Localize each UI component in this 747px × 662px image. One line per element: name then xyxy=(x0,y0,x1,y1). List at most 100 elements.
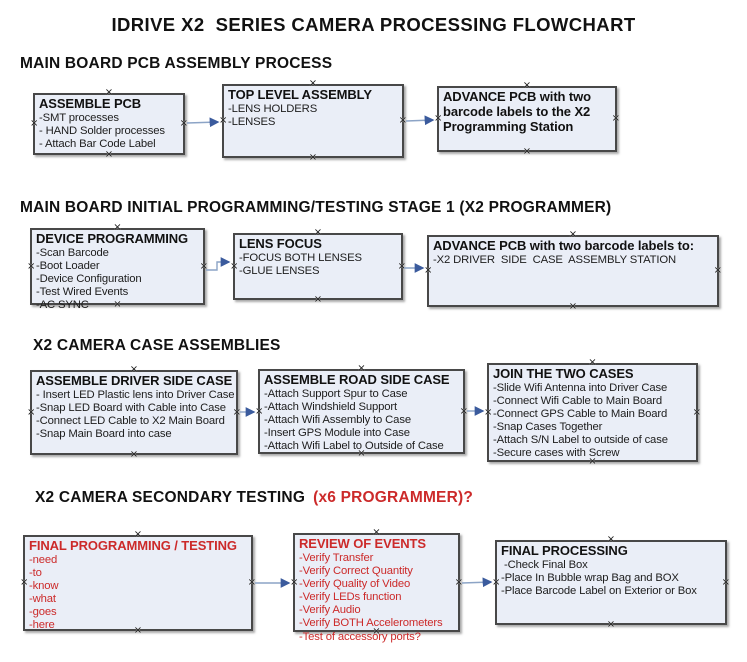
box-item: -to xyxy=(29,567,42,580)
box-item: -Snap Cases Together xyxy=(493,421,603,434)
connection-handle-icon: × xyxy=(397,260,406,272)
flow-box-device-programming: DEVICE PROGRAMMING -Scan Barcode-Boot Lo… xyxy=(27,223,208,312)
connection-handle-icon: × xyxy=(308,152,318,163)
connector-arrow-review-to-finalproc xyxy=(461,577,493,588)
box-items: - Insert LED Plastic lens into Driver Ca… xyxy=(36,388,235,441)
connection-handle-icon: × xyxy=(27,260,36,272)
box-item: -Test of accessory ports? xyxy=(299,630,421,643)
box-item: -need xyxy=(29,553,58,566)
section-heading-secondary-testing-black: X2 CAMERA SECONDARY TESTING xyxy=(35,489,306,506)
connection-handle-icon: × xyxy=(104,149,114,160)
section-heading-initial-programming: MAIN BOARD INITIAL PROGRAMMING/TESTING S… xyxy=(20,199,612,216)
flow-box-advance-pcb-case-assembly: ADVANCE PCB with two barcode labels to: … xyxy=(424,230,722,312)
box-items: -X2 DRIVER SIDE CASE ASSEMBLY STATION xyxy=(433,254,713,267)
connection-handle-icon: × xyxy=(199,260,208,272)
box-item: -Verify Correct Quantity xyxy=(299,565,413,578)
flow-box-assemble-pcb: ASSEMBLE PCB -SMT processes- HAND Solder… xyxy=(30,88,188,160)
box-item: -goes xyxy=(29,606,57,619)
connection-handle-icon: × xyxy=(454,576,463,588)
box-items: -FOCUS BOTH LENSES-GLUE LENSES xyxy=(239,252,397,278)
flow-box-advance-pcb-programming-station: ADVANCE PCB with two barcode labels to t… xyxy=(434,81,620,157)
connection-handle-icon: × xyxy=(30,118,39,129)
box-item: -Verify Audio xyxy=(299,604,361,617)
box-item: -Connect Wifi Cable to Main Board xyxy=(493,395,662,408)
box-item: - Insert LED Plastic lens into Driver Ca… xyxy=(36,388,235,401)
flow-box-assemble-road-side-case: ASSEMBLE ROAD SIDE CASE -Attach Support … xyxy=(255,364,468,459)
connection-handle-icon: × xyxy=(247,577,256,588)
box-item: -Verify LEDs function xyxy=(299,591,402,604)
box-title: LENS FOCUS xyxy=(239,236,322,251)
box-item: -Snap Main Board into case xyxy=(36,428,172,441)
box-items: -need-to-know-what-goes-here xyxy=(29,554,247,633)
box-item: -Device Configuration xyxy=(36,273,142,286)
box-item: -Attach Wifi Assembly to Case xyxy=(264,414,411,427)
box-title: DEVICE PROGRAMMING xyxy=(36,231,189,246)
box-items: -Attach Support Spur to Case-Attach Wind… xyxy=(264,388,459,453)
box-item: -Insert GPS Module into Case xyxy=(264,427,410,440)
box-item: -know xyxy=(29,580,59,593)
box-items: -Scan Barcode-Boot Loader-Device Configu… xyxy=(36,247,199,312)
connection-handle-icon: × xyxy=(434,113,443,124)
box-item: -Verify Quality of Video xyxy=(299,578,411,591)
flow-box-review-of-events: REVIEW OF EVENTS -Verify Transfer-Verify… xyxy=(290,528,463,643)
box-title: FINAL PROCESSING xyxy=(501,543,628,558)
box-item: -Test Wired Events xyxy=(36,286,129,299)
box-item: -AC SYNC xyxy=(36,299,89,312)
box-item: -Secure cases with Screw xyxy=(493,447,620,460)
box-item: -Place In Bubble wrap Bag and BOX xyxy=(501,572,679,585)
page-title: IDRIVE X2 SERIES CAMERA PROCESSING FLOWC… xyxy=(111,14,636,35)
box-title: FINAL PROGRAMMING / TESTING xyxy=(29,538,237,553)
connection-handle-icon: × xyxy=(492,576,501,588)
box-item: - HAND Solder processes xyxy=(39,125,165,138)
connection-handle-icon: × xyxy=(230,260,239,272)
box-item: -here xyxy=(29,619,55,632)
flow-box-final-processing: FINAL PROCESSING -Check Final Box-Place … xyxy=(492,535,730,630)
box-item: -Place Barcode Label on Exterior or Box xyxy=(501,585,697,598)
box-items: -SMT processes- HAND Solder processes- A… xyxy=(39,112,179,151)
box-title: ASSEMBLE ROAD SIDE CASE xyxy=(264,372,450,387)
box-item: -Scan Barcode xyxy=(36,246,109,259)
connection-handle-icon: × xyxy=(459,405,468,417)
connection-handle-icon: × xyxy=(219,115,228,126)
section-heading-pcb-assembly: MAIN BOARD PCB ASSEMBLY PROCESS xyxy=(20,55,333,72)
box-items: -LENS HOLDERS-LENSES xyxy=(228,103,398,129)
connection-handle-icon: × xyxy=(522,146,532,157)
box-item: -Verify BOTH Accelerometers xyxy=(299,617,443,630)
connection-handle-icon: × xyxy=(568,301,578,312)
connection-handle-icon: × xyxy=(611,113,620,124)
box-item: -Slide Wifi Antenna into Driver Case xyxy=(493,381,668,394)
connection-handle-icon: × xyxy=(313,294,323,305)
box-item: -Attach S/N Label to outside of case xyxy=(493,434,668,447)
box-item: -Connect LED Cable to X2 Main Board xyxy=(36,415,225,428)
box-title: TOP LEVEL ASSEMBLY xyxy=(228,87,372,102)
box-item: -Snap LED Board with Cable into Case xyxy=(36,402,226,415)
box-item: - Attach Bar Code Label xyxy=(39,138,156,151)
connection-handle-icon: × xyxy=(20,577,29,588)
box-title: ASSEMBLE DRIVER SIDE CASE xyxy=(36,373,233,388)
box-items: -Slide Wifi Antenna into Driver Case-Con… xyxy=(493,382,692,461)
box-item: -Verify Transfer xyxy=(299,551,374,564)
flow-box-lens-focus: LENS FOCUS -FOCUS BOTH LENSES-GLUE LENSE… xyxy=(230,228,406,305)
connection-handle-icon: × xyxy=(27,406,36,418)
box-item: -X2 DRIVER SIDE CASE ASSEMBLY STATION xyxy=(433,253,677,266)
box-item: -Boot Loader xyxy=(36,260,100,273)
box-item: -Connect GPS Cable to Main Board xyxy=(493,408,668,421)
flow-box-top-level-assembly: TOP LEVEL ASSEMBLY -LENS HOLDERS-LENSES … xyxy=(219,79,407,163)
box-item: -GLUE LENSES xyxy=(239,265,320,278)
box-items: -Verify Transfer-Verify Correct Quantity… xyxy=(299,552,454,644)
connection-handle-icon: × xyxy=(129,449,139,460)
connection-handle-icon: × xyxy=(398,115,407,126)
connection-handle-icon: × xyxy=(290,576,299,588)
connection-handle-icon: × xyxy=(255,405,264,417)
connection-handle-icon: × xyxy=(692,406,701,418)
box-title: ADVANCE PCB with two barcode labels to: xyxy=(433,238,694,253)
connection-handle-icon: × xyxy=(232,406,241,418)
connector-arrow-toplevel-to-advance xyxy=(405,115,435,126)
box-item: -LENS HOLDERS xyxy=(228,102,318,115)
connection-handle-icon: × xyxy=(713,265,722,276)
box-item: -LENSES xyxy=(228,116,276,129)
box-item: -FOCUS BOTH LENSES xyxy=(239,251,362,264)
section-heading-case-assemblies: X2 CAMERA CASE ASSEMBLIES xyxy=(33,337,281,354)
box-title: JOIN THE TWO CASES xyxy=(493,366,634,381)
